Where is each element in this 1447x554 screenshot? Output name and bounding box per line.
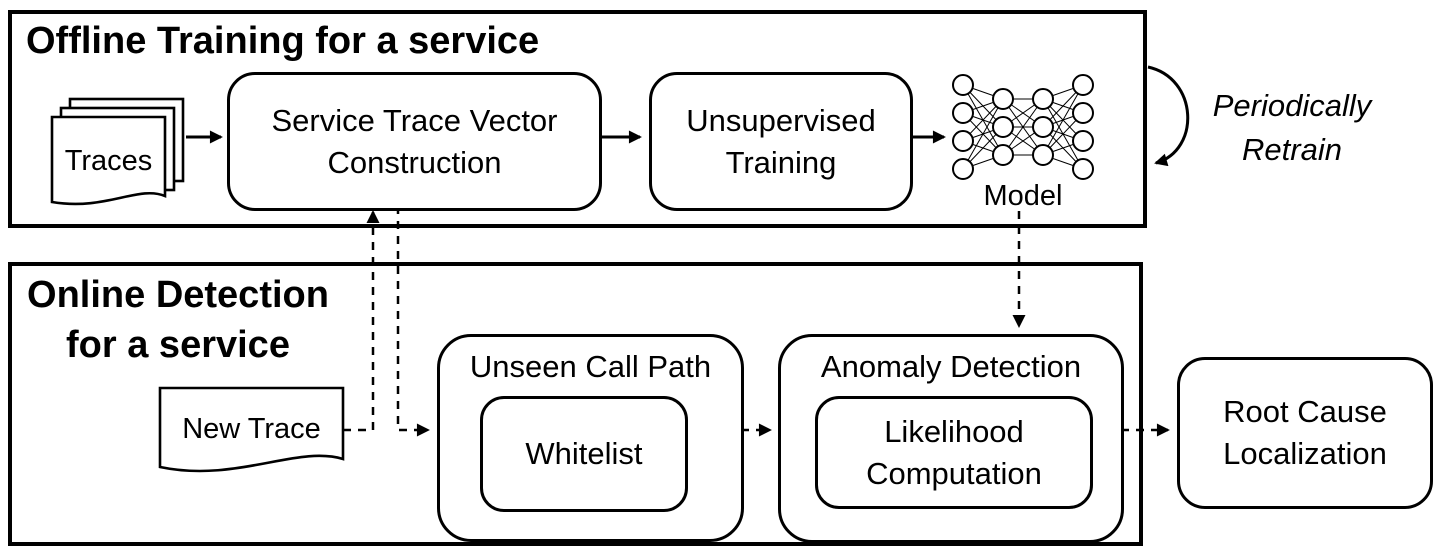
anomaly-detection-label: Anomaly Detection — [820, 349, 1082, 384]
unsupervised-label-line1: Unsupervised — [686, 102, 876, 138]
whitelist-label: Whitelist — [525, 436, 643, 472]
online-section-title: Online Detection for a service — [10, 270, 346, 370]
root-cause-label-line1: Root Cause — [1223, 394, 1387, 430]
service-trace-vector-construction-box: Service Trace Vector Construction — [227, 72, 602, 211]
offline-training-section — [8, 10, 1147, 228]
new-trace-document-icon — [158, 386, 345, 473]
neural-network-icon — [952, 74, 1094, 180]
online-title-line1: Online Detection — [27, 274, 329, 316]
traces-label: Traces — [64, 145, 153, 177]
retrain-loop-arrow-icon — [1147, 65, 1190, 167]
arrow-construction-to-unseen-call-path — [396, 206, 430, 437]
traces-stack-icon — [50, 97, 185, 206]
likelihood-label-line2: Computation — [866, 455, 1042, 491]
unsupervised-label-line2: Training — [725, 144, 837, 180]
arrow-new-trace-to-construction — [343, 210, 380, 432]
periodically-retrain-label: Periodically Retrain — [1172, 84, 1412, 172]
root-cause-localization-box: Root Cause Localization — [1177, 357, 1433, 509]
new-trace-label: New Trace — [182, 413, 321, 445]
likelihood-label-line1: Likelihood — [884, 413, 1024, 449]
retrain-label-line1: Periodically — [1212, 88, 1372, 123]
offline-section-title: Offline Training for a service — [26, 20, 540, 62]
likelihood-computation-box: Likelihood Computation — [815, 396, 1093, 509]
stvc-label-line2: Construction — [327, 144, 502, 180]
model-label: Model — [983, 180, 1063, 212]
root-cause-label-line2: Localization — [1223, 436, 1387, 471]
stvc-label-line1: Service Trace Vector — [271, 102, 558, 138]
whitelist-box: Whitelist — [480, 396, 688, 512]
retrain-label-line2: Retrain — [1242, 132, 1342, 168]
online-title-line2: for a service — [66, 324, 290, 367]
unsupervised-training-box: Unsupervised Training — [649, 72, 913, 211]
online-detection-section — [8, 262, 1143, 546]
unseen-call-path-label: Unseen Call Path — [469, 349, 712, 384]
